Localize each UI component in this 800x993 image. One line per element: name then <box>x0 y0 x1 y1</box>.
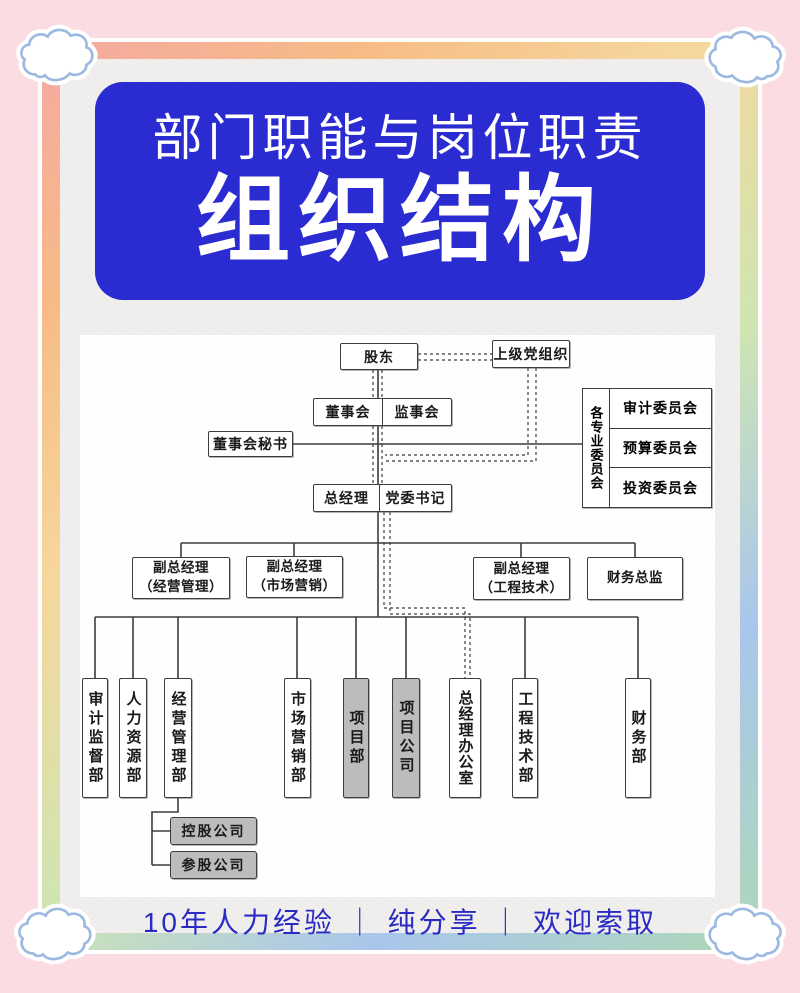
box-holding-company: 控股公司 <box>170 817 257 845</box>
org-chart-panel: 股东 上级党组织 董事会 监事会 董事会秘书 各专业委员会 审计委员会 预算委员… <box>80 335 715 897</box>
box-label-line1: 财务总监 <box>607 570 663 586</box>
box-budget-committee: 预算委员会 <box>610 427 711 468</box>
box-human-resources-dept: 人力资源部 <box>119 678 147 798</box>
box-audit-committee: 审计委员会 <box>623 400 698 417</box>
box-project-company: 项目公司 <box>392 678 420 798</box>
box-label: 董事会秘书 <box>213 436 288 452</box>
box-special-committees: 各专业委员会 审计委员会 预算委员会 投资委员会 <box>582 388 712 508</box>
box-finance-director: 财务总监 <box>587 557 683 600</box>
box-superior-party-org: 上级党组织 <box>492 340 570 368</box>
box-board-and-supervisors: 董事会 监事会 <box>313 398 452 426</box>
box-supervisory-board: 监事会 <box>382 399 451 425</box>
box-gm-and-party-secretary: 总经理 党委书记 <box>313 484 452 512</box>
box-label: 各专业委员会 <box>588 406 604 490</box>
box-label-line1: 副总经理 <box>153 560 209 576</box>
box-label: 财务部 <box>629 709 647 767</box>
cloud-icon <box>14 903 96 965</box>
box-label-line2: （市场营销） <box>252 578 337 593</box>
box-board: 董事会 <box>325 404 371 420</box>
committee-rows: 审计委员会 预算委员会 投资委员会 <box>610 389 711 507</box>
cloud-icon <box>16 24 98 86</box>
cloud-icon <box>704 903 786 965</box>
cloud-icon <box>704 26 786 88</box>
box-label: 项目部 <box>347 709 365 767</box>
box-label-line2: （工程技术） <box>479 579 564 595</box>
box-label: 市场营销部 <box>289 690 306 786</box>
box-party-committee-secretary: 党委书记 <box>379 485 451 511</box>
box-label: 人力资源部 <box>124 690 142 786</box>
box-label: 经营管理部 <box>169 690 187 786</box>
header-subtitle: 部门职能与岗位职责 <box>152 110 648 167</box>
footer-tagline: 10年人力经验 ｜ 纯分享 ｜ 欢迎索取 <box>142 907 658 938</box>
box-board-secretary: 董事会秘书 <box>208 431 293 457</box>
box-label-line1: 副总经理 <box>493 560 550 576</box>
box-label: 上级党组织 <box>493 346 569 362</box>
box-label-line1: 副总经理 <box>266 559 323 575</box>
box-general-manager: 总经理 <box>324 490 369 506</box>
box-gm-office: 总经理办公室 <box>449 678 481 798</box>
committees-side-label: 各专业委员会 <box>583 389 610 507</box>
box-finance-dept: 财务部 <box>625 678 651 798</box>
box-investment-committee: 投资委员会 <box>610 467 711 507</box>
box-label-line2: （经营管理） <box>139 579 223 594</box>
box-operations-management-dept: 经营管理部 <box>164 678 192 798</box>
box-marketing-dept: 市场营销部 <box>284 678 311 798</box>
page-title: 组织结构 <box>195 169 604 274</box>
solid-connectors <box>94 370 639 866</box>
box-label: 股东 <box>364 348 394 365</box>
box-audit-supervision-dept: 审计监督部 <box>82 678 108 798</box>
box-project-dept: 项目部 <box>343 678 369 798</box>
box-label: 工程技术部 <box>516 690 534 786</box>
connector-lines <box>94 353 639 866</box>
box-engineering-tech-dept: 工程技术部 <box>512 678 538 798</box>
header-banner: 部门职能与岗位职责 组织结构 <box>95 82 705 300</box>
box-equity-participation-company: 参股公司 <box>170 851 257 879</box>
box-deputy-gm-engineering: 副总经理 （工程技术） <box>473 557 570 600</box>
box-deputy-gm-marketing: 副总经理 （市场营销） <box>246 556 343 598</box>
box-label: 控股公司 <box>181 823 246 839</box>
box-label: 审计监督部 <box>86 690 104 786</box>
box-label: 项目公司 <box>397 700 415 776</box>
box-shareholders: 股东 <box>340 343 418 370</box>
box-label: 参股公司 <box>181 857 246 873</box>
dashed-connectors <box>372 353 537 678</box>
box-label: 总经理办公室 <box>456 690 474 786</box>
box-deputy-gm-operations: 副总经理 （经营管理） <box>132 557 230 599</box>
